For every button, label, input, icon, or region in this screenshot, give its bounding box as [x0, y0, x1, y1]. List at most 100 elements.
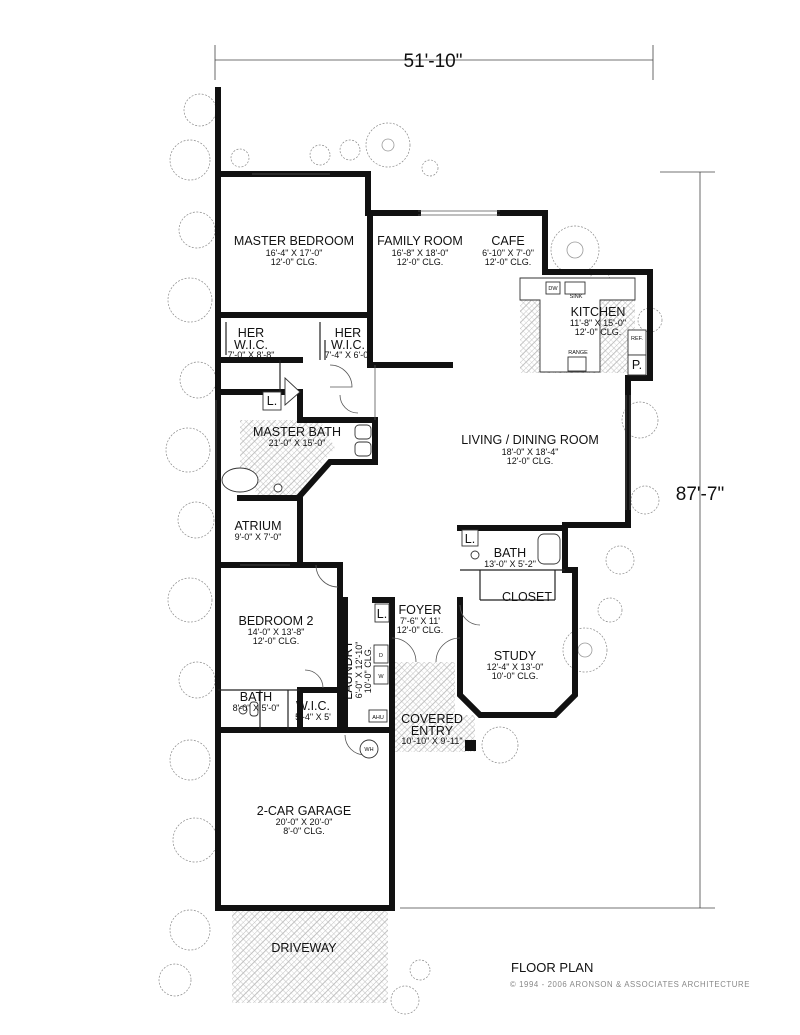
pantry-box [627, 354, 647, 376]
dryer-label: D [379, 653, 383, 659]
shower-triangle [284, 376, 301, 406]
cafe-name: CAFE [491, 234, 524, 248]
width-dimension [214, 45, 654, 80]
room-her-wic-1: HER W.I.C. 7'-0" X 8'-8" [228, 326, 275, 360]
room-kitchen: KITCHEN 11'-8" X 15'-0" 12'-0" CLG. DW S… [548, 286, 643, 372]
door-swings [304, 364, 481, 756]
covered-entry-name2: ENTRY [411, 724, 454, 738]
room-living-dining: LIVING / DINING ROOM 18'-0" X 18'-4" 12'… [461, 433, 599, 466]
bath-2-name: BATH [494, 546, 526, 560]
bedroom-2-name: BEDROOM 2 [238, 614, 313, 628]
linen-closet-3-box [374, 603, 390, 623]
walls [215, 87, 653, 911]
pantry-label: P. [632, 358, 642, 372]
living-dining-size: 18'-0" X 18'-4" [502, 447, 559, 457]
her-wic-2-name2: W.I.C. [331, 338, 365, 352]
covered-entry-size: 10'-10" X 9'-11" [401, 736, 462, 746]
master-bedroom-size: 16'-4" X 17'-0" [266, 248, 323, 258]
room-bath-3: BATH 8'-0" X 5'-0" [233, 690, 280, 713]
family-room-size: 16'-8" X 18'-0" [392, 248, 449, 258]
her-wic-1-name1: HER [238, 326, 264, 340]
room-laundry: LAUNDRY 6'-0" X 12'-10" 10'-0" CLG. [341, 640, 373, 700]
bath-3-name: BATH [240, 690, 272, 704]
overall-depth: 87'-7" [676, 484, 724, 505]
laundry-name: LAUNDRY [341, 640, 355, 700]
foyer-name: FOYER [398, 603, 441, 617]
covered-entry-paving [395, 662, 455, 752]
range-label: RANGE [568, 350, 588, 356]
room-atrium: ATRIUM 9'-0" X 7'-0" [235, 519, 282, 542]
closet-name: CLOSET [502, 590, 552, 604]
master-bath-name: MASTER BATH [253, 425, 341, 439]
driveway-name: DRIVEWAY [271, 941, 337, 955]
entry-column [465, 740, 476, 751]
floor-plan-title: FLOOR PLAN [511, 960, 593, 975]
study-name: STUDY [494, 649, 537, 663]
room-master-bath: MASTER BATH 21'-0" X 15'-0" [253, 425, 341, 448]
room-master-bedroom: MASTER BEDROOM 16'-4" X 17'-0" 12'-0" CL… [234, 234, 354, 267]
linen-2-label: L. [465, 532, 475, 546]
linen-closet-1-box [262, 391, 282, 411]
room-bedroom-2: BEDROOM 2 14'-0" X 13'-8" 12'-0" CLG. [238, 614, 313, 646]
garage-size: 20'-0" X 20'-0" [276, 817, 333, 827]
bath-fixtures [221, 424, 561, 759]
living-dining-clg: 12'-0" CLG. [507, 456, 553, 466]
washer-label: W [378, 674, 384, 680]
foyer-size: 7'-6" X 11' [400, 616, 440, 626]
laundry-size: 6'-0" X 12'-10" [354, 642, 364, 699]
bedroom-2-clg: 12'-0" CLG. [253, 636, 299, 646]
family-room-clg: 12'-0" CLG. [397, 257, 443, 267]
atrium-name: ATRIUM [235, 519, 282, 533]
landscaping [158, 93, 663, 1015]
ahu-label: AHU [372, 715, 384, 721]
family-room-name: FAMILY ROOM [377, 234, 463, 248]
room-covered-entry: COVERED ENTRY 10'-10" X 9'-11" [401, 712, 463, 746]
covered-entry-name1: COVERED [401, 712, 463, 726]
garage-name: 2-CAR GARAGE [257, 804, 351, 818]
master-bedroom-name: MASTER BEDROOM [234, 234, 354, 248]
refrigerator-label: REF. [631, 336, 643, 342]
room-foyer: FOYER 7'-6" X 11' 12'-0" CLG. [397, 603, 443, 635]
water-heater-label: WH [364, 747, 373, 753]
sink-label: SINK [570, 294, 583, 300]
bath-2-size: 13'-0" X 5'-2" [484, 559, 536, 569]
room-her-wic-2: HER W.I.C. 7'-4" X 6'-0" [325, 326, 372, 360]
driveway-paving [232, 908, 388, 1003]
kitchen-size: 11'-8" X 15'-0" [570, 318, 626, 328]
overall-width: 51'-10" [404, 51, 463, 72]
bedroom-2-size: 14'-0" X 13'-8" [248, 627, 305, 637]
master-bath-floor [240, 420, 335, 495]
bath-3-size: 8'-0" X 5'-0" [233, 703, 280, 713]
her-wic-1-name2: W.I.C. [234, 338, 268, 352]
wic-3-size: 5'-4" X 5' [295, 712, 331, 722]
copyright-notice: © 1994 - 2006 ARONSON & ASSOCIATES ARCHI… [510, 980, 750, 989]
her-wic-1-size: 7'-0" X 8'-8" [228, 350, 275, 360]
linen-3-label: L. [377, 607, 387, 621]
her-wic-2-size: 7'-4" X 6'-0" [325, 350, 372, 360]
cafe-size: 6'-10" X 7'-0" [482, 248, 534, 258]
room-cafe: CAFE 6'-10" X 7'-0" 12'-0" CLG. [482, 234, 534, 267]
partitions [215, 173, 631, 730]
atrium-size: 9'-0" X 7'-0" [235, 532, 282, 542]
kitchen-clg: 12'-0" CLG. [575, 327, 621, 337]
master-bedroom-clg: 12'-0" CLG. [271, 257, 317, 267]
kitchen-counters [519, 277, 647, 373]
room-wic-3: W.I.C. 5'-4" X 5' [295, 699, 331, 722]
wic-3-name: W.I.C. [296, 699, 330, 713]
linen-closet-2-box [461, 529, 479, 547]
dishwasher-label: DW [548, 286, 558, 292]
living-dining-name: LIVING / DINING ROOM [461, 433, 599, 447]
garage-clg: 8'-0" CLG. [283, 826, 324, 836]
master-bath-size: 21'-0" X 15'-0" [269, 438, 326, 448]
room-bath-2: BATH 13'-0" X 5'-2" [484, 546, 536, 569]
laundry-clg: 10'-0" CLG. [363, 647, 373, 693]
cafe-clg: 12'-0" CLG. [485, 257, 531, 267]
room-family-room: FAMILY ROOM 16'-8" X 18'-0" 12'-0" CLG. [377, 234, 463, 267]
room-garage: 2-CAR GARAGE 20'-0" X 20'-0" 8'-0" CLG. [257, 804, 351, 836]
linen-1-label: L. [267, 394, 277, 408]
depth-dimension [400, 171, 715, 909]
foyer-clg: 12'-0" CLG. [397, 625, 443, 635]
kitchen-name: KITCHEN [571, 305, 626, 319]
study-size: 12'-4" X 13'-0" [487, 662, 544, 672]
